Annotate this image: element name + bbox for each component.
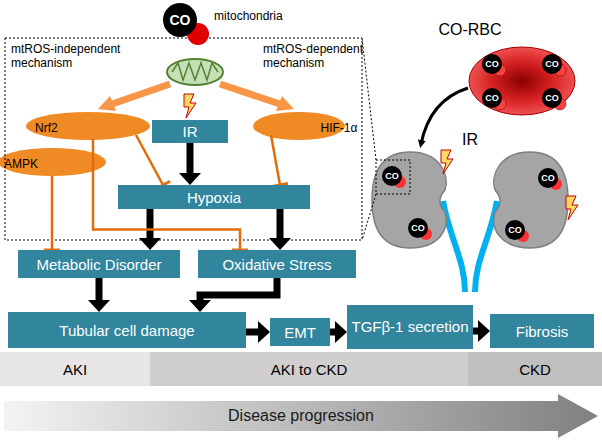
lightning-bolt	[184, 94, 196, 118]
region-heading: mtROS-dependent mechanism	[263, 43, 375, 71]
inhibition-line	[271, 135, 288, 186]
mitochondria-icon	[167, 59, 223, 85]
molecule-label: CO	[508, 226, 522, 235]
molecule-label: CO	[170, 13, 191, 27]
molecule-label: IR	[462, 132, 478, 148]
molecule-label: CO	[541, 174, 555, 183]
process-box: IR	[152, 120, 228, 143]
figure-label: CO-RBC	[438, 22, 501, 38]
zoom-line	[362, 38, 376, 160]
molecule-label: CO	[485, 94, 499, 103]
stage-box: Fibrosis	[490, 314, 594, 348]
molecule-label: CO	[485, 60, 499, 69]
node-label: Disease progression	[228, 407, 374, 425]
phase-band: AKI	[0, 352, 150, 386]
process-box: Metabolic Disorder	[18, 250, 180, 278]
lightning-bolt	[441, 150, 453, 174]
kidney	[372, 152, 568, 292]
flow-arrow	[246, 321, 270, 343]
figure-label: mitochondria	[214, 10, 283, 22]
molecule-label: CO	[385, 172, 399, 181]
node-label: IR	[183, 123, 198, 140]
zoom-line	[362, 194, 376, 240]
flow-arrow	[88, 278, 110, 312]
molecule-label: CO	[545, 94, 559, 103]
node-label: EMT	[284, 324, 316, 341]
region-heading: mtROS-independent mechanism	[11, 43, 123, 71]
red-blood-cell	[469, 47, 575, 115]
node-label: Nrf2	[35, 122, 147, 136]
factor-ellipse: HIF-1α	[253, 112, 345, 140]
inset-frame	[5, 38, 362, 240]
node-label: Tubular cell damage	[59, 322, 194, 339]
factor-ellipse: AMPK	[0, 148, 106, 176]
node-label: CKD	[519, 361, 551, 378]
stage-box: Tubular cell damage	[8, 312, 246, 348]
lightning-bolt	[566, 196, 578, 220]
process-box: Oxidative Stress	[198, 250, 356, 278]
flow-arrow	[189, 278, 277, 312]
stage-box: TGFβ-1 secretion	[347, 305, 473, 349]
stage-box: EMT	[270, 318, 330, 346]
inhibition-line	[44, 176, 60, 250]
phase-band: CKD	[468, 352, 602, 386]
node-label: HIF-1α	[321, 122, 358, 136]
node-label: Oxidative Stress	[222, 256, 331, 273]
node-label: Fibrosis	[516, 323, 569, 340]
zoom-box	[376, 160, 410, 194]
co-carbon	[163, 3, 197, 37]
flow-arrow	[269, 209, 291, 250]
progression-arrow: Disease progression	[4, 394, 598, 438]
molecule-label: CO	[545, 60, 559, 69]
process-box: Hypoxia	[118, 185, 310, 209]
co-molecules	[382, 166, 562, 242]
flow-arrow	[473, 320, 490, 342]
node-label: TGFβ-1 secretion	[352, 318, 469, 335]
node-label: Metabolic Disorder	[36, 256, 161, 273]
node-label: AKI	[63, 361, 87, 378]
orange-arrow	[98, 84, 294, 111]
molecule-label: CO	[411, 224, 425, 233]
phase-band: AKI to CKD	[150, 352, 468, 386]
node-label: Hypoxia	[187, 189, 241, 206]
inhibition-line	[136, 135, 170, 189]
flow-arrow	[179, 143, 201, 185]
node-label: AKI to CKD	[271, 361, 348, 378]
factor-ellipse: Nrf2	[26, 112, 150, 140]
delivery-arrow	[421, 88, 468, 144]
co-molecules	[482, 54, 566, 110]
flow-arrow	[330, 321, 347, 343]
node-label: AMPK	[4, 158, 106, 172]
